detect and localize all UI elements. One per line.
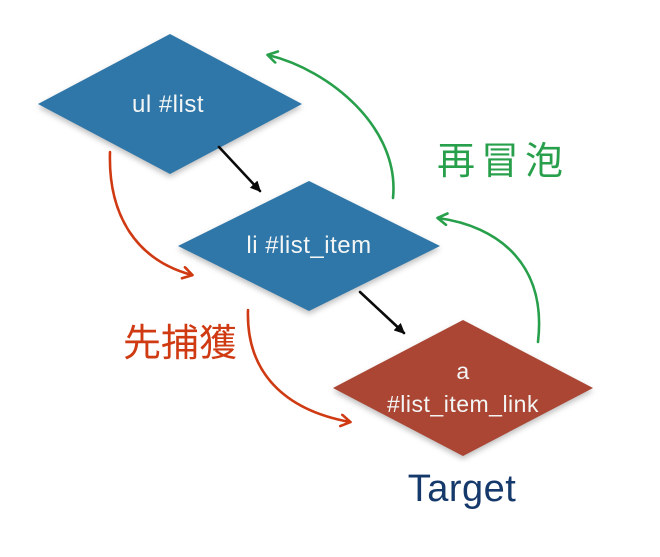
- bubble-arrows: [268, 55, 541, 344]
- capture-arrow-ul-to-li: [108, 150, 192, 275]
- node-li-label: li #list_item: [246, 232, 371, 259]
- bubble-arrow-li-to-ul: [268, 55, 395, 200]
- node-ul-diamond: [38, 34, 302, 174]
- node-a-diamond: [333, 320, 593, 456]
- node-ul-label: ul #list: [132, 91, 204, 118]
- phase-labels: 先捕獲 再冒泡 Target: [123, 141, 569, 510]
- capture-phase-label: 先捕獲: [123, 323, 237, 365]
- bubble-arrow-a-to-li: [438, 218, 541, 344]
- capture-arrows: [108, 150, 350, 422]
- capture-arrow-li-to-a: [246, 308, 350, 422]
- diagram-node-labels: ul #list li #list_item a #list_item_link: [132, 91, 539, 417]
- diagram-nodes: [38, 34, 593, 456]
- node-li-diamond: [178, 181, 440, 311]
- node-a-label-line1: a: [456, 358, 469, 384]
- arrow-ul-to-li: [217, 145, 262, 193]
- bubble-phase-label: 再冒泡: [437, 141, 569, 183]
- arrow-li-to-a: [358, 290, 406, 335]
- propagation-arrows: [217, 145, 406, 335]
- target-label: Target: [408, 468, 517, 510]
- node-a-label-line2: #list_item_link: [387, 391, 539, 417]
